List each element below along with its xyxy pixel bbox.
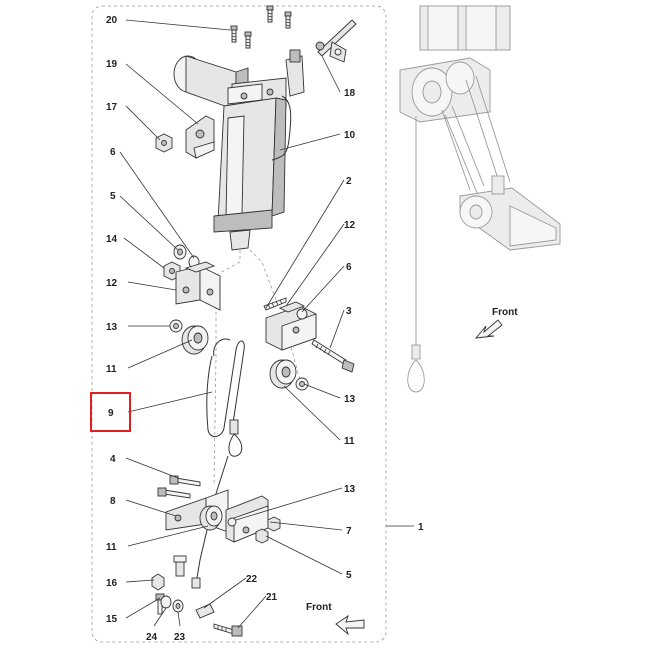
screws-part-20 [230, 5, 292, 49]
front-label-lower: Front [306, 602, 332, 613]
front-arrow-right [474, 319, 503, 339]
nut-part-16 [151, 573, 165, 591]
washer-part-6-right [296, 308, 308, 320]
pin-part-18 [315, 19, 357, 63]
front-arrow-lower [335, 614, 365, 636]
label-15: 15 [106, 614, 118, 625]
label-14: 14 [106, 234, 118, 245]
label-6-upper: 6 [110, 147, 116, 158]
spacer-part-5-upper [173, 244, 187, 260]
leader-lines [119, 19, 414, 629]
bolt-part-21 [213, 623, 243, 637]
label-16: 16 [106, 578, 118, 589]
bracket-part-12-left [175, 261, 221, 311]
pulley-part-11-left [181, 325, 209, 355]
label-3: 3 [346, 306, 352, 317]
label-13-right: 13 [344, 394, 356, 405]
washer-part-23 [172, 599, 184, 613]
label-19: 19 [106, 59, 118, 70]
label-12-right: 12 [344, 220, 356, 231]
pulley-part-11-right [269, 359, 297, 389]
nuts-part-5-lower [255, 516, 281, 544]
label-7: 7 [346, 526, 352, 537]
bracket-part-19 [185, 115, 215, 159]
assembled-view-ghost [399, 5, 561, 393]
label-18: 18 [344, 88, 356, 99]
label-10: 10 [344, 130, 356, 141]
label-22: 22 [246, 574, 258, 585]
actuator-part-10 [173, 49, 305, 251]
ferrule-part-22 [195, 603, 215, 619]
clip-part-16b [173, 555, 187, 577]
highlight-box-part-9 [90, 392, 131, 432]
pulley-part-11-lower [199, 505, 223, 531]
label-5-upper: 5 [110, 191, 116, 202]
spacer-part-13-left [169, 319, 183, 333]
label-11-right: 11 [344, 436, 355, 447]
label-12-left: 12 [106, 278, 118, 289]
label-21: 21 [266, 592, 278, 603]
bolt-part-3 [311, 339, 355, 373]
label-9: 9 [108, 408, 114, 419]
label-13-left: 13 [106, 322, 118, 333]
bracket-part-12-right [265, 301, 317, 351]
nut-part-17 [155, 133, 173, 153]
label-2: 2 [346, 176, 352, 187]
label-17: 17 [106, 102, 118, 113]
label-11-left: 11 [106, 364, 117, 375]
cable-part-9 [206, 338, 245, 457]
bolts-part-4 [157, 475, 201, 499]
label-1: 1 [418, 522, 424, 533]
label-13-lower: 13 [344, 484, 356, 495]
bracket-part-7 [225, 495, 269, 543]
washer-part-24 [160, 595, 172, 609]
screw-part-2 [263, 297, 287, 311]
label-11-lower: 11 [106, 542, 117, 553]
label-5-lower: 5 [346, 570, 352, 581]
callout-labels: 20 19 17 6 5 14 12 13 11 9 4 8 11 16 15 … [106, 15, 424, 643]
label-8: 8 [110, 496, 116, 507]
label-20: 20 [106, 15, 118, 26]
label-23: 23 [174, 632, 186, 643]
spacer-part-13-right [295, 377, 309, 391]
label-6-right: 6 [346, 262, 352, 273]
front-label-right: Front [492, 307, 518, 318]
label-4: 4 [110, 454, 116, 465]
assembly-boundary [91, 5, 387, 643]
label-24: 24 [146, 632, 158, 643]
